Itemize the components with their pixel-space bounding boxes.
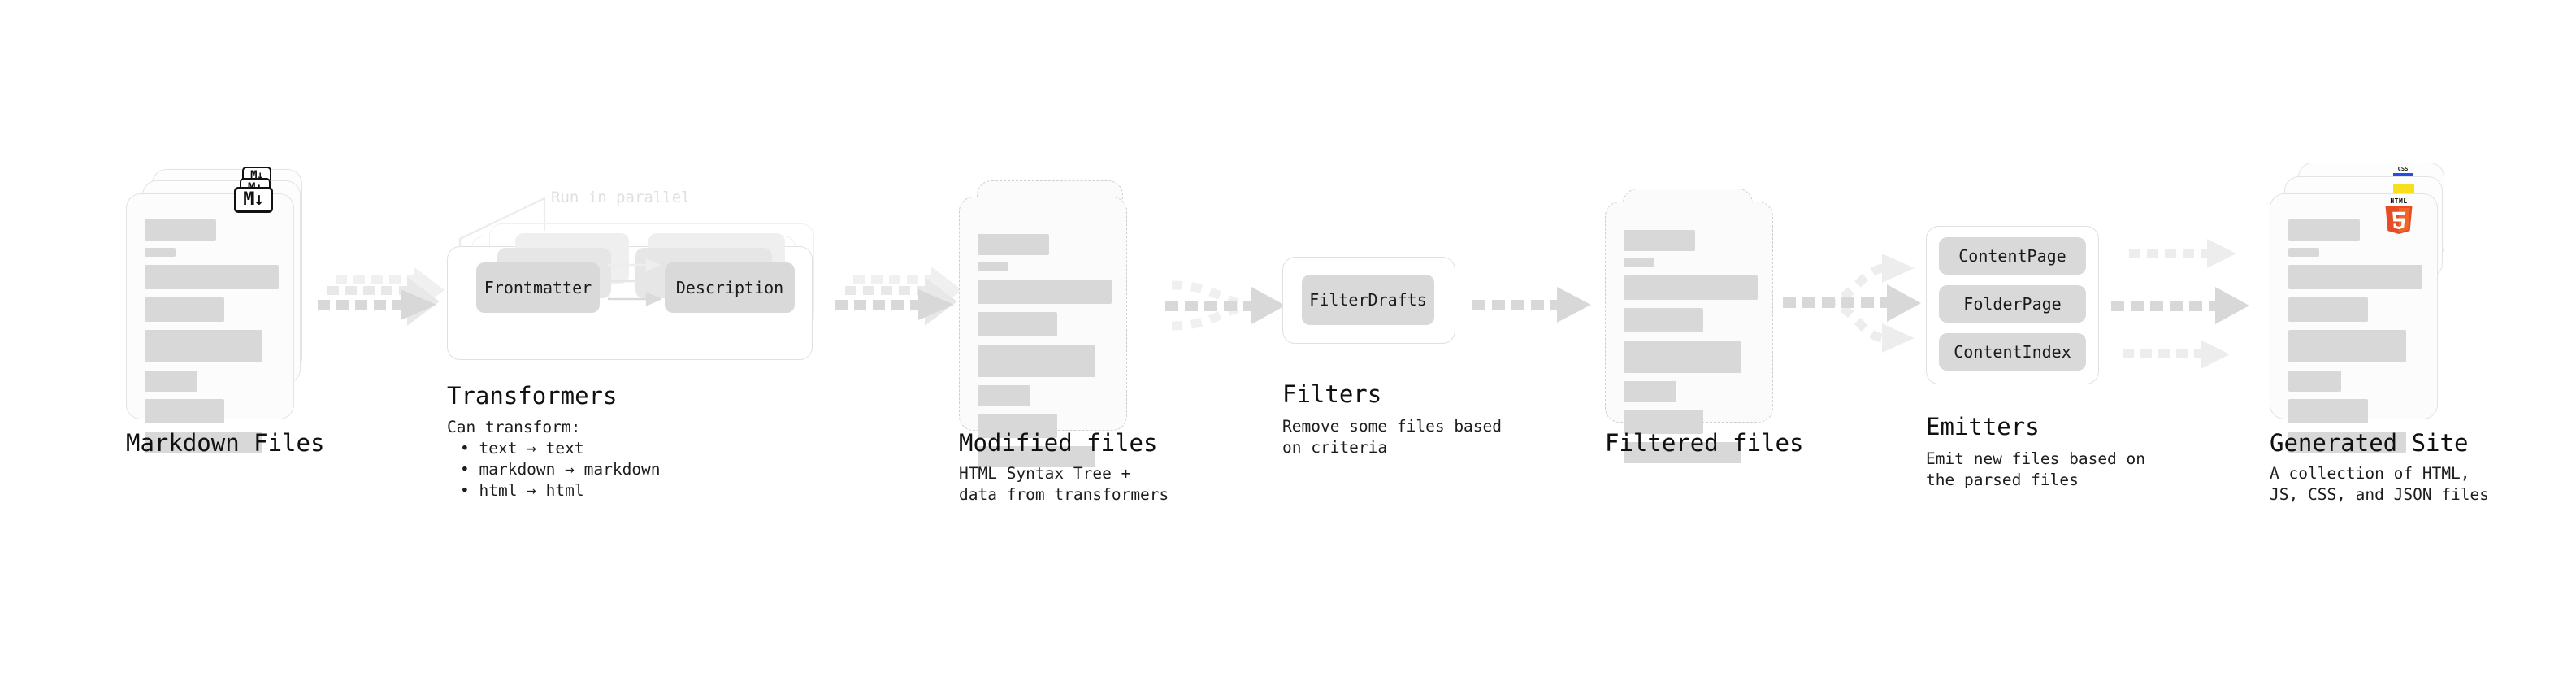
html5-icon: HTML: [2383, 197, 2415, 234]
emitters-group: ContentPage FolderPage ContentIndex: [1926, 226, 2105, 387]
generated-site-title: Generated Site: [2270, 429, 2469, 457]
file-row: [2288, 399, 2368, 423]
markdown-icon: M↓: [234, 187, 273, 213]
file-row: [1624, 258, 1654, 267]
run-in-parallel-label: Run in parallel: [551, 189, 691, 206]
file-row: [2288, 371, 2341, 392]
file-row: [1624, 308, 1703, 332]
contentindex-chip[interactable]: ContentIndex: [1939, 333, 2086, 371]
transformers-bullets: • text → text • markdown → markdown • ht…: [460, 438, 661, 501]
file-row: [1624, 410, 1703, 434]
filtered-files-stack: [1605, 189, 1792, 463]
generated-site-subtitle: A collection of HTML, JS, CSS, and JSON …: [2270, 464, 2490, 504]
description-chip[interactable]: Description: [665, 262, 795, 313]
file-row: [145, 248, 176, 257]
markdown-file-card-front: [126, 193, 294, 453]
file-row: [1624, 230, 1695, 251]
connector-transformers-to-modified: [835, 267, 962, 326]
file-row: [145, 219, 216, 241]
filtered-file-card-front: [1605, 202, 1773, 463]
markdown-files-stack: M↓ M↓ M↓: [126, 167, 313, 453]
html5-icon-label: HTML: [2390, 197, 2408, 205]
markdown-file-content: [127, 194, 293, 453]
file-row: [978, 262, 1008, 271]
html5-icon-shield: [2385, 206, 2413, 234]
css3-icon-label: CSS: [2397, 166, 2409, 172]
file-row: [1624, 275, 1758, 300]
emitters-title: Emitters: [1926, 413, 2040, 440]
filters-title: Filters: [1282, 380, 1382, 408]
file-row: [978, 345, 1095, 377]
transformers-subtitle: Can transform:: [447, 418, 581, 436]
file-row: [2288, 265, 2422, 289]
transformers-bullet-2: • html → html: [460, 481, 584, 500]
modified-files-title: Modified files: [959, 429, 1158, 457]
file-row: [978, 280, 1112, 304]
file-row: [2288, 432, 2406, 453]
file-row: [2288, 219, 2360, 241]
transformer-inner-arrows: [608, 258, 662, 306]
file-row: [145, 371, 197, 392]
file-row: [978, 234, 1049, 255]
modified-file-content: [960, 197, 1126, 467]
contentpage-chip[interactable]: ContentPage: [1939, 237, 2086, 275]
transformers-bullet-0: • text → text: [460, 439, 584, 458]
filters-subtitle: Remove some files based on criteria: [1282, 417, 1503, 457]
file-row: [2288, 330, 2406, 362]
file-row: [145, 330, 262, 362]
file-row: [145, 297, 224, 322]
modified-file-card-front: [959, 197, 1127, 467]
emitters-subtitle: Emit new files based on the parsed files: [1926, 449, 2146, 489]
markdown-files-title: Markdown Files: [126, 429, 325, 457]
connector-modified-to-filters: [1165, 280, 1286, 331]
css3-icon-rule: [2393, 173, 2413, 176]
filtered-file-content: [1606, 202, 1772, 463]
connector-md-to-transformers: [318, 267, 445, 326]
file-row: [978, 312, 1057, 336]
filtered-files-title: Filtered files: [1605, 429, 1804, 457]
transformers-title: Transformers: [447, 382, 618, 410]
connector-emitters-to-site: [2111, 239, 2249, 369]
transformers-bullet-1: • markdown → markdown: [460, 460, 661, 479]
generated-file-card-html: [2270, 193, 2438, 453]
file-row: [145, 265, 279, 289]
file-row: [978, 414, 1057, 438]
connector-filtered-to-emitters: [1783, 254, 1921, 353]
generated-file-content: [2270, 194, 2437, 453]
file-row: [1624, 442, 1741, 463]
filters-group: FilterDrafts: [1282, 257, 1461, 346]
file-row: [2288, 297, 2368, 322]
filterdrafts-chip[interactable]: FilterDrafts: [1302, 275, 1434, 325]
connector-filters-to-filtered: [1472, 287, 1591, 323]
folderpage-chip[interactable]: FolderPage: [1939, 285, 2086, 323]
file-row: [145, 399, 224, 423]
frontmatter-chip[interactable]: Frontmatter: [476, 262, 600, 313]
transformers-group: Run in parallel Frontmatter Description: [447, 189, 829, 366]
modified-files-subtitle: HTML Syntax Tree + data from transformer…: [959, 464, 1169, 504]
modified-files-stack: [959, 180, 1146, 467]
file-row: [145, 432, 262, 453]
file-row: [978, 385, 1030, 406]
file-row: [1624, 340, 1741, 373]
file-row: [978, 446, 1095, 467]
css3-icon: CSS: [2393, 166, 2413, 176]
generated-site-stack: CSS HTML: [2270, 163, 2465, 453]
file-row: [1624, 381, 1676, 402]
file-row: [2288, 248, 2319, 257]
